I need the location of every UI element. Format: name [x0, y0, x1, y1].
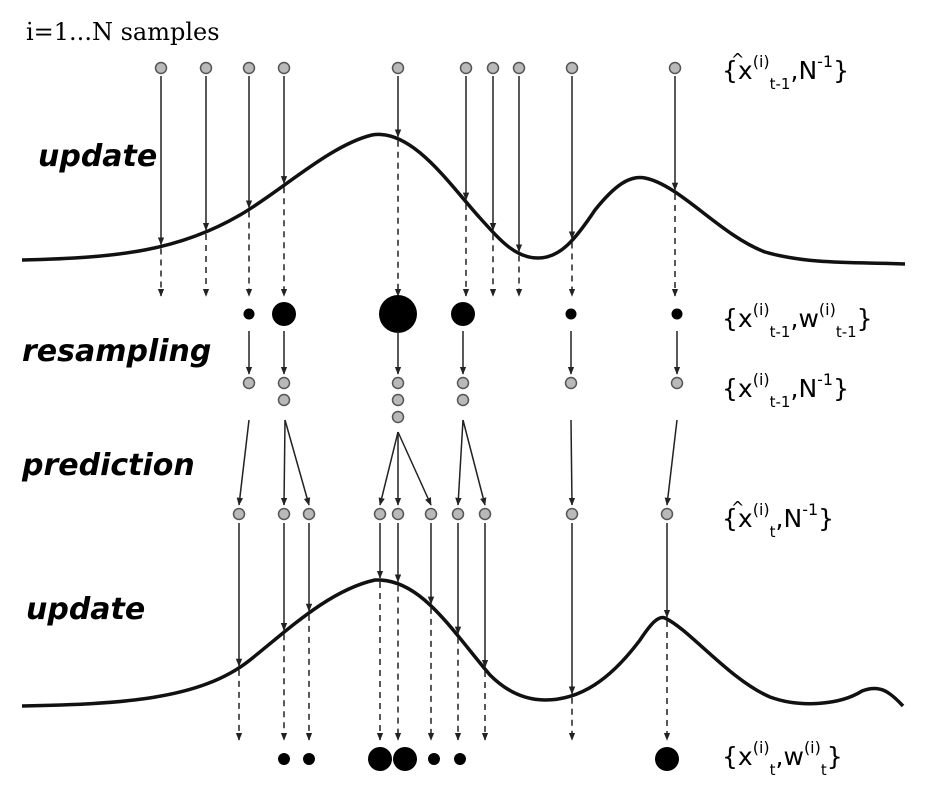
samples-header: i=1...N samples: [26, 18, 220, 46]
particle: [564, 376, 578, 390]
particle: [391, 376, 405, 390]
weighted-particle: [278, 753, 290, 765]
particle: [242, 376, 256, 390]
particle: [277, 376, 291, 390]
set-label-text: {x(i)t,w(i)t}: [722, 738, 843, 779]
particle: [391, 393, 405, 407]
particle: [391, 61, 405, 75]
weighted-particle: [243, 308, 255, 320]
particle: [670, 376, 684, 390]
particle: [232, 507, 246, 521]
set-label-text: {x(i)t,N-1}: [722, 500, 834, 541]
set-label-resampled-particles: {x(i)t-1,N-1}: [722, 370, 849, 411]
weighted-particle: [655, 747, 679, 771]
set-label-text: {x(i)t-1,w(i)t-1}: [722, 300, 873, 341]
likelihood-curve-1: [21, 132, 906, 266]
arrow: [664, 419, 678, 506]
set-label-prior-particles: {x(i)t-1,N-1}^: [722, 50, 849, 93]
particle: [277, 393, 291, 407]
particle: [565, 507, 579, 521]
stage-label-resampling: resampling: [22, 334, 211, 369]
arrow: [397, 431, 432, 506]
arrow: [280, 419, 288, 506]
set-label-text: {x(i)t-1,N-1}: [722, 52, 849, 93]
set-label-posterior-particles: {x(i)t,w(i)t}: [722, 738, 843, 779]
weighted-particle: [393, 747, 417, 771]
likelihood-curve-2: [21, 578, 905, 708]
stage-label-prediction: prediction: [21, 448, 195, 483]
particle: [565, 61, 579, 75]
arrow: [568, 419, 576, 506]
particle: [242, 61, 256, 75]
particle: [456, 393, 470, 407]
arrow: [455, 419, 464, 506]
weighted-particle: [428, 753, 440, 765]
particle: [391, 410, 405, 424]
particle: [660, 507, 674, 521]
particle: [277, 61, 291, 75]
hat-accent: ^: [731, 50, 744, 69]
arrow: [284, 419, 311, 506]
particle: [456, 376, 470, 390]
weighted-particle: [368, 747, 392, 771]
particle: [424, 507, 438, 521]
weighted-particle: [451, 302, 475, 326]
arrow: [236, 419, 250, 506]
particle: [199, 61, 213, 75]
set-label-text: {x(i)t-1,N-1}: [722, 370, 849, 411]
particle: [478, 507, 492, 521]
particle: [154, 61, 168, 75]
stage-label-update-1: update: [38, 139, 157, 174]
particle: [459, 61, 473, 75]
stage-label-update-2: update: [26, 592, 145, 627]
particle: [302, 507, 316, 521]
particle: [451, 507, 465, 521]
arrow: [462, 419, 487, 506]
particle: [391, 507, 405, 521]
set-label-predicted-particles: {x(i)t,N-1}^: [722, 498, 834, 541]
weighted-particle: [671, 308, 683, 320]
weighted-particle: [379, 295, 417, 333]
weighted-particle: [565, 308, 577, 320]
hat-accent: ^: [731, 498, 744, 517]
particle: [486, 61, 500, 75]
arrow: [378, 431, 399, 506]
particle: [373, 507, 387, 521]
set-label-weighted-particles: {x(i)t-1,w(i)t-1}: [722, 300, 873, 341]
weighted-particle: [303, 753, 315, 765]
particle: [668, 61, 682, 75]
particle: [512, 61, 526, 75]
particle: [277, 507, 291, 521]
weighted-particle: [272, 302, 296, 326]
weighted-particle: [454, 753, 466, 765]
